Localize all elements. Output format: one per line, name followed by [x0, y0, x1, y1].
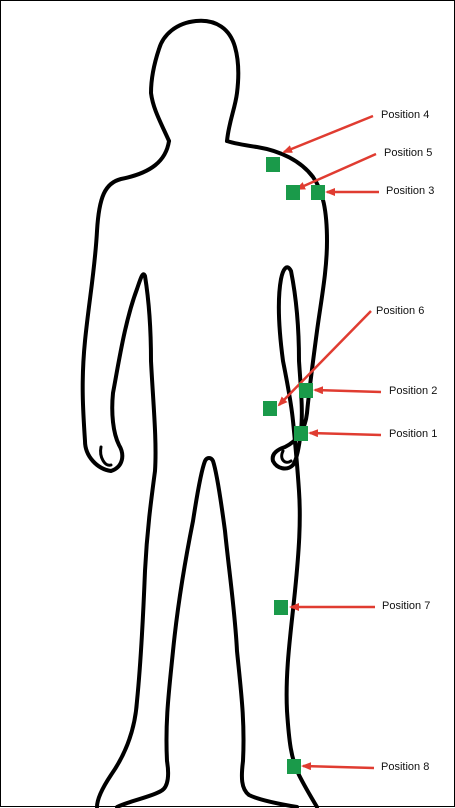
sensor-marker-position-3	[311, 185, 325, 200]
label-position-7: Position 7	[382, 601, 430, 612]
sensor-marker-position-6	[263, 401, 277, 416]
sensor-marker-position-2	[299, 383, 313, 398]
label-position-3: Position 3	[386, 186, 434, 197]
label-position-8: Position 8	[381, 762, 429, 773]
body-outline	[83, 21, 327, 807]
label-position-4: Position 4	[381, 110, 429, 121]
sensor-marker-position-1	[294, 426, 308, 441]
sensor-marker-position-7	[274, 600, 288, 615]
arrow-position-8	[303, 766, 374, 768]
sensor-marker-position-5	[286, 185, 300, 200]
sensor-marker-position-8	[287, 759, 301, 774]
label-position-5: Position 5	[384, 148, 432, 159]
arrow-position-2	[315, 390, 381, 392]
arrow-position-1	[310, 433, 381, 435]
sensor-marker-position-4	[266, 157, 280, 172]
arrow-position-4	[284, 116, 373, 152]
label-position-1: Position 1	[389, 429, 437, 440]
label-position-6: Position 6	[376, 306, 424, 317]
label-position-2: Position 2	[389, 386, 437, 397]
